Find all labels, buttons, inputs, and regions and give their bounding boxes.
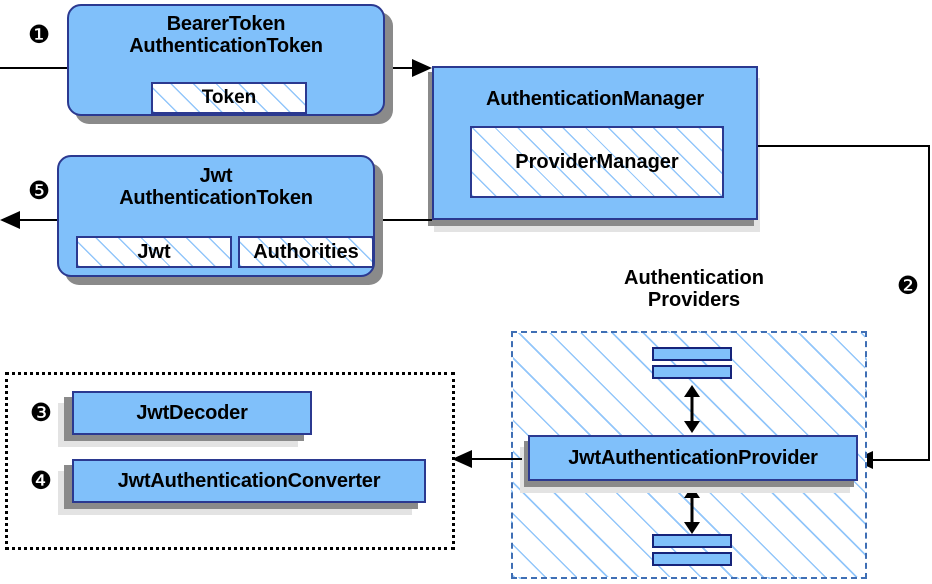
providers-group-label-line2: Providers xyxy=(647,289,741,312)
step-badge-2: ❷ xyxy=(893,273,923,298)
provider-top-double-arrow xyxy=(684,385,700,433)
provider-to-components-arrow-head xyxy=(452,450,472,468)
bearer-token-title: BearerToken AuthenticationToken xyxy=(129,13,323,58)
providers-group-label-line1: Authentication xyxy=(624,267,764,289)
step2-line-into-provider xyxy=(872,459,930,461)
jwt-authentication-converter[interactable]: JwtAuthenticationConverter xyxy=(72,459,426,503)
bearer-token-field-token: Token xyxy=(151,82,307,114)
jwt-authentication-provider[interactable]: JwtAuthenticationProvider xyxy=(528,435,858,481)
bearer-token-field-label: Token xyxy=(201,87,257,108)
step-badge-3: ❸ xyxy=(26,400,56,425)
provider-stub-top-bar-1 xyxy=(652,347,732,361)
provider-to-components-line xyxy=(470,458,522,460)
jwt-token-field-jwt: Jwt xyxy=(76,236,232,268)
jwt-components-group xyxy=(5,372,455,550)
providers-group-label: Authentication Providers xyxy=(566,267,822,312)
step-badge-1-glyph: ❶ xyxy=(27,20,51,49)
jwt-decoder-title: JwtDecoder xyxy=(136,401,248,424)
step5-arrow-head xyxy=(0,211,20,229)
provider-manager-label: ProviderManager xyxy=(515,150,679,173)
jwt-converter-title: JwtAuthenticationConverter xyxy=(117,469,381,492)
step2-line-down xyxy=(928,145,930,460)
provider-stub-top-bar-2 xyxy=(652,365,732,379)
step-badge-5-glyph: ❺ xyxy=(27,176,51,205)
jwt-token-field-authorities: Authorities xyxy=(238,236,374,268)
jwt-provider-title: JwtAuthenticationProvider xyxy=(568,446,818,469)
authentication-manager-node[interactable]: AuthenticationManager ProviderManager xyxy=(432,66,758,220)
bearer-token-title-line1: BearerToken xyxy=(166,13,286,35)
jwt-token-title-line1: Jwt xyxy=(199,165,233,187)
step-badge-1: ❶ xyxy=(24,22,54,47)
step-badge-3-glyph: ❸ xyxy=(29,398,53,427)
step-badge-2-glyph: ❷ xyxy=(896,271,920,300)
jwt-token-field-authorities-label: Authorities xyxy=(253,240,359,263)
jwt-token-title-line2: AuthenticationToken xyxy=(119,187,313,210)
provider-stub-bottom-bar-1 xyxy=(652,534,732,548)
step-badge-5: ❺ xyxy=(24,178,54,203)
jwt-decoder[interactable]: JwtDecoder xyxy=(72,391,312,435)
step2-line-top xyxy=(758,145,930,147)
arrow-step1-head xyxy=(412,59,432,77)
bearer-token-node[interactable]: BearerToken AuthenticationToken Token xyxy=(67,4,385,116)
authentication-manager-field-provider-manager: ProviderManager xyxy=(470,126,724,198)
bearer-token-title-line2: AuthenticationToken xyxy=(129,35,323,58)
jwt-token-title: Jwt AuthenticationToken xyxy=(119,165,313,210)
authentication-manager-title: AuthenticationManager xyxy=(485,88,705,110)
provider-stub-bottom-bar-2 xyxy=(652,552,732,566)
jwt-authentication-token-node[interactable]: Jwt AuthenticationToken Jwt Authorities xyxy=(57,155,375,277)
provider-bottom-double-arrow xyxy=(684,486,700,534)
jwt-token-field-jwt-label: Jwt xyxy=(137,240,171,263)
step-badge-4-glyph: ❹ xyxy=(29,466,53,495)
step-badge-4: ❹ xyxy=(26,468,56,493)
